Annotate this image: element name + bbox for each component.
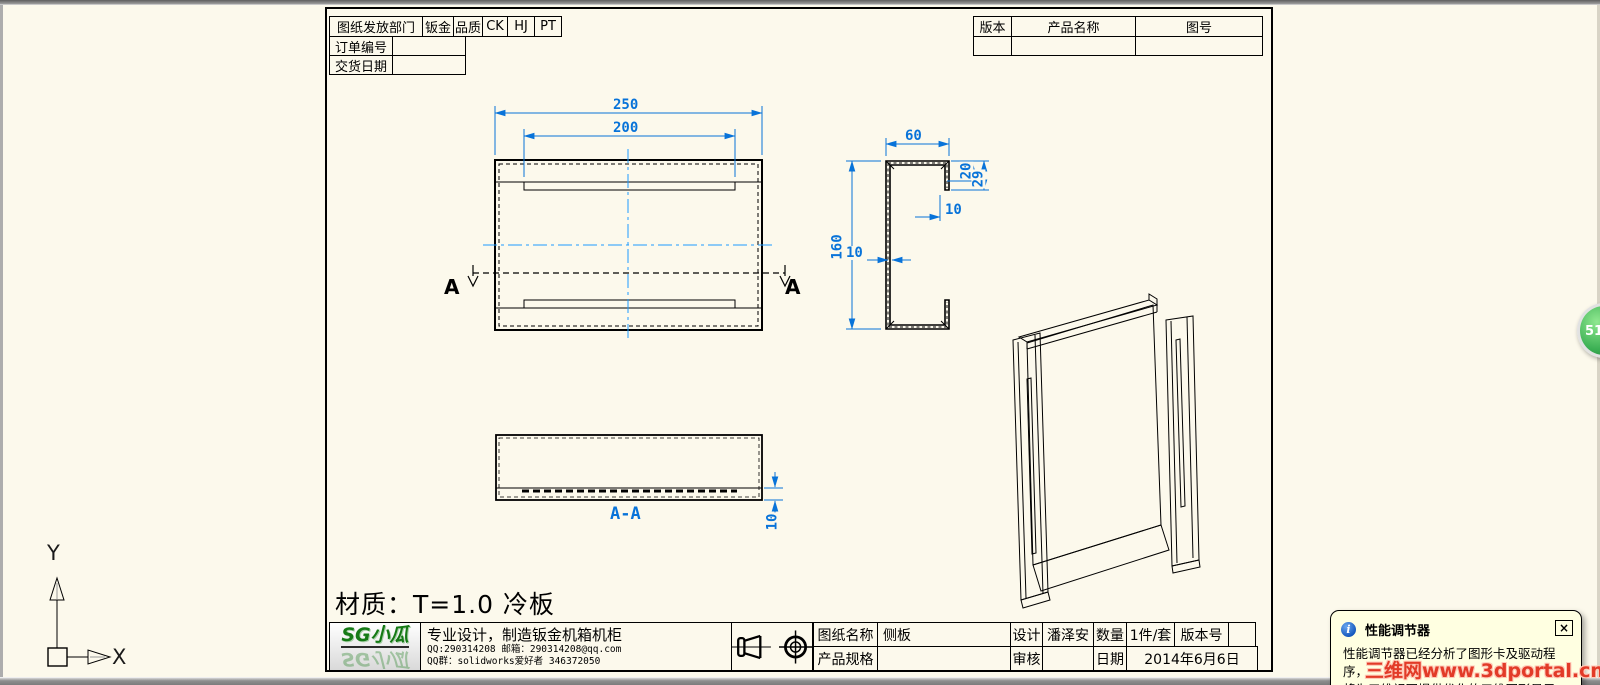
release-col-pinzhi: 品质 bbox=[453, 16, 483, 37]
dim-160: 160 bbox=[829, 233, 846, 261]
info-icon: i bbox=[1341, 622, 1356, 637]
company-contact-qq: QQ:290314208 邮箱：290314208@qq.com bbox=[427, 643, 622, 655]
checker-value bbox=[1042, 646, 1094, 671]
dim-10-section: 10 bbox=[764, 512, 781, 532]
product-name-value bbox=[1011, 36, 1136, 56]
dim-60: 60 bbox=[904, 128, 923, 144]
release-col-hj: HJ bbox=[507, 16, 535, 37]
popup-title: 性能调节器 bbox=[1365, 624, 1431, 639]
company-contact-group: QQ群：solidworks爱好者 346372050 bbox=[427, 655, 601, 667]
floating-badge-51[interactable]: 51 bbox=[1577, 303, 1600, 358]
release-col-banjin: 钣金 bbox=[422, 16, 454, 37]
drawing-linework bbox=[467, 106, 1201, 609]
front-view-dimensions bbox=[494, 106, 763, 177]
version-no-label: 版本号 bbox=[1174, 622, 1229, 647]
isometric-view bbox=[1012, 293, 1201, 609]
delivery-date-label: 交货日期 bbox=[329, 55, 393, 75]
title-block-fields: 图纸名称 侧板 设计 潘泽安 数量 1件/套 版本号 产品规格 审核 日期 20… bbox=[813, 622, 1258, 671]
qty-label: 数量 bbox=[1093, 622, 1127, 647]
date-label: 日期 bbox=[1093, 646, 1127, 671]
ucs-axes bbox=[47, 576, 112, 667]
material-note: 材质：T=1.0 冷板 bbox=[335, 590, 555, 619]
side-view bbox=[885, 160, 950, 330]
popup-body: 性能调节器已经分析了图形卡及驱动程序， 将为三维视图提供优化的三维图形显示 bbox=[1331, 639, 1581, 685]
window-bottom-edge bbox=[0, 677, 1600, 685]
date-value: 2014年6月6日 bbox=[1126, 646, 1258, 671]
front-view bbox=[467, 149, 791, 342]
window-left-edge bbox=[0, 5, 3, 677]
version-label: 版本 bbox=[973, 16, 1012, 37]
dim-200: 200 bbox=[612, 120, 640, 136]
version-value bbox=[973, 36, 1012, 56]
company-logo: SG小瓜 SG小瓜 bbox=[329, 622, 421, 671]
drawing-name-label: 图纸名称 bbox=[813, 622, 878, 647]
popup-close-button[interactable]: × bbox=[1555, 620, 1573, 636]
order-no-label: 订单编号 bbox=[329, 36, 393, 56]
version-table: 版本 产品名称 图号 bbox=[973, 16, 1263, 56]
popup-body-line1: 性能调节器已经分析了图形卡及驱动程序， bbox=[1343, 646, 1556, 680]
dim-10-lip: 10 bbox=[944, 202, 963, 218]
company-slogan: 专业设计，制造钣金机箱机柜 bbox=[427, 625, 623, 644]
drawing-sheet: 图纸发放部门 钣金 品质 CK HJ PT 订单编号 交货日期 版本 产品名称 … bbox=[325, 7, 1273, 672]
company-info-cell: 专业设计，制造钣金机箱机柜 QQ:290314208 邮箱：290314208@… bbox=[420, 622, 732, 671]
section-view-dimensions bbox=[764, 472, 783, 516]
order-no-value bbox=[392, 36, 466, 56]
popup-header: i 性能调节器 bbox=[1331, 611, 1581, 639]
spec-value bbox=[877, 646, 1011, 671]
release-col-pt: PT bbox=[534, 16, 562, 37]
checker-label: 审核 bbox=[1010, 646, 1043, 671]
spec-label: 产品规格 bbox=[813, 646, 878, 671]
window-top-edge bbox=[0, 0, 1600, 5]
drawing-no-value bbox=[1135, 36, 1263, 56]
section-marker-right: A bbox=[785, 275, 801, 299]
projection-symbols-cell bbox=[731, 622, 813, 671]
section-view-label: A-A bbox=[610, 504, 641, 524]
drawing-name-value: 侧板 bbox=[877, 622, 1011, 647]
datum-target-icon bbox=[778, 629, 812, 664]
drawing-no-label: 图号 bbox=[1135, 16, 1263, 37]
first-angle-projection-icon bbox=[732, 634, 771, 659]
designer-value: 潘泽安 bbox=[1042, 622, 1094, 647]
release-table: 图纸发放部门 钣金 品质 CK HJ PT 订单编号 交货日期 bbox=[329, 16, 562, 75]
watermark-text: 三维网www.3dportal.cn bbox=[1365, 660, 1600, 682]
logo-text: SG小瓜 bbox=[341, 623, 409, 648]
product-name-label: 产品名称 bbox=[1011, 16, 1136, 37]
ucs-x-label: X bbox=[112, 645, 127, 669]
dim-10-web: 10 bbox=[845, 245, 864, 261]
badge-label: 51 bbox=[1585, 324, 1600, 339]
qty-value: 1件/套 bbox=[1126, 622, 1175, 647]
ucs-y-label: Y bbox=[47, 541, 60, 565]
ucs-icon: Y X bbox=[30, 535, 140, 674]
performance-tuner-popup: i 性能调节器 × 性能调节器已经分析了图形卡及驱动程序， 将为三维视图提供优化… bbox=[1330, 610, 1600, 685]
delivery-date-value bbox=[392, 55, 466, 75]
version-no-value bbox=[1228, 622, 1256, 647]
section-marker-left: A bbox=[444, 275, 460, 299]
release-dept-label: 图纸发放部门 bbox=[329, 16, 423, 37]
dim-250: 250 bbox=[612, 97, 640, 113]
popup-body-line2: 将为三维视图提供优化的三维图形显示 bbox=[1343, 681, 1571, 685]
designer-label: 设计 bbox=[1010, 622, 1043, 647]
title-block: SG小瓜 SG小瓜 专业设计，制造钣金机箱机柜 QQ:290314208 邮箱：… bbox=[329, 622, 1258, 671]
release-col-ck: CK bbox=[482, 16, 508, 37]
section-view bbox=[495, 434, 763, 501]
dim-29: 29 bbox=[970, 169, 987, 189]
logo-reflection: SG小瓜 bbox=[341, 647, 409, 670]
